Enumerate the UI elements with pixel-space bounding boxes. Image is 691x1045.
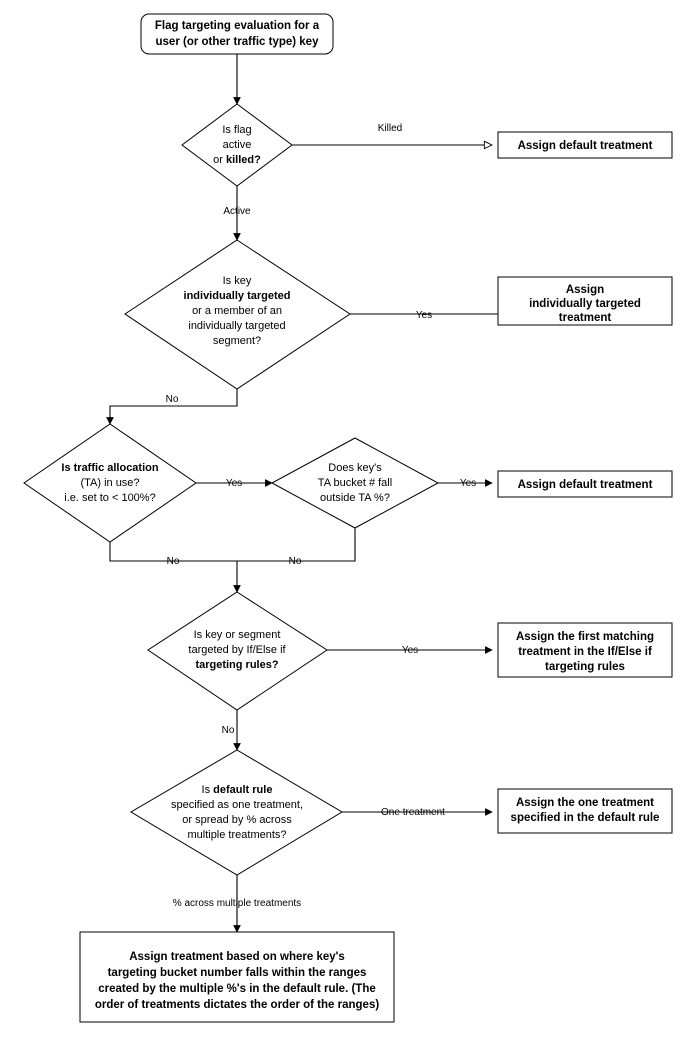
is-targeted-ifelse-line-1: Is key or segment — [194, 629, 281, 641]
assign-default-treatment-1-shape — [497, 131, 673, 159]
is-traffic-allocation-in-use-shape — [23, 423, 197, 543]
is-flag-active-killed-emphasis: killed? — [226, 154, 261, 166]
does-key-ta-bucket-line-1: Does key's — [328, 462, 382, 474]
is-individually-targeted-line-2: individually targeted — [184, 290, 291, 302]
is-individually-targeted-line-5: segment? — [213, 335, 261, 347]
edge-no-traffic-allocation-down — [109, 542, 237, 562]
assign-first-matching-line-3: targeting rules — [545, 661, 625, 673]
is-individually-targeted-line-3: or a member of an — [192, 305, 282, 317]
is-default-rule-emphasis: default rule — [213, 784, 272, 796]
node-is-individually-targeted[interactable]: Is key individually targeted or a member… — [124, 239, 351, 390]
assign-individually-targeted-treatment-line-2: individually targeted — [529, 298, 641, 310]
edge-label-no-ifelse: No — [222, 725, 235, 736]
is-targeted-ifelse-line-2: targeted by If/Else if — [188, 644, 286, 656]
is-default-rule-line-4: multiple treatments? — [187, 829, 286, 841]
assign-default-treatment-2-line-1: Assign default treatment — [518, 479, 653, 491]
start-shape — [140, 13, 334, 55]
is-individually-targeted-shape — [124, 239, 351, 390]
is-flag-active-line-1: Is flag — [222, 124, 251, 136]
is-default-rule-line-1: Is default rule — [202, 784, 273, 796]
is-traffic-allocation-line-3: i.e. set to < 100%? — [64, 492, 155, 504]
is-individually-targeted-line-4: individually targeted — [188, 320, 285, 332]
assign-first-matching-line-2: treatment in the If/Else if — [518, 646, 652, 658]
edge-label-yes-traffic-allocation: Yes — [226, 478, 242, 489]
assign-one-treatment-shape — [497, 788, 673, 834]
assign-by-range-line-4: order of treatments dictates the order o… — [95, 999, 380, 1011]
node-start[interactable]: Flag targeting evaluation for a user (or… — [140, 13, 334, 55]
start-line-2: user (or other traffic type) key — [156, 36, 320, 48]
node-assign-default-treatment-1[interactable]: Assign default treatment — [497, 131, 673, 159]
edge-label-yes-ifelse: Yes — [402, 645, 418, 656]
assign-individually-targeted-treatment-line-1: Assign — [566, 284, 604, 296]
is-default-rule-line-2: specified as one treatment, — [171, 799, 303, 811]
node-assign-individually-targeted-treatment[interactable]: Assign individually targeted treatment — [497, 276, 673, 326]
edges-layer — [106, 54, 498, 933]
assign-treatment-by-bucket-range-shape — [79, 931, 395, 1023]
assign-default-treatment-2-shape — [497, 470, 673, 498]
node-assign-first-matching-treatment[interactable]: Assign the first matching treatment in t… — [497, 622, 673, 678]
is-targeted-by-ifelse-rules-shape — [147, 591, 328, 711]
edge-no-to-is-traffic-allocation — [106, 389, 238, 425]
assign-first-matching-treatment-shape — [497, 622, 673, 678]
is-traffic-allocation-line-1: Is traffic allocation — [61, 462, 158, 474]
assign-individually-targeted-treatment-line-3: treatment — [559, 312, 612, 324]
node-assign-treatment-by-bucket-range[interactable]: Assign treatment based on where key's ta… — [79, 931, 395, 1023]
node-assign-default-treatment-2[interactable]: Assign default treatment — [497, 470, 673, 498]
edge-label-no-individually-targeted: No — [166, 394, 179, 405]
edge-label-percent-across-multiple: % across multiple treatments — [173, 898, 301, 909]
edge-label-yes-individually-targeted: Yes — [416, 310, 432, 321]
assign-one-treatment-line-2: specified in the default rule — [511, 812, 660, 824]
does-key-ta-bucket-shape — [270, 437, 440, 529]
is-flag-active-line-3: or killed? — [213, 154, 261, 166]
assign-first-matching-line-1: Assign the first matching — [516, 631, 654, 643]
node-is-flag-active[interactable]: Is flag active or killed? — [181, 103, 293, 187]
edge-label-killed: Killed — [378, 123, 402, 134]
assign-by-range-line-3: created by the multiple %'s in the defau… — [98, 983, 376, 995]
is-flag-active-line-2: active — [223, 139, 252, 151]
is-traffic-allocation-line-2: (TA) in use? — [80, 477, 139, 489]
is-individually-targeted-line-1: Is key — [223, 275, 252, 287]
edge-no-ta-bucket-down — [237, 528, 356, 562]
node-assign-one-treatment-default-rule[interactable]: Assign the one treatment specified in th… — [497, 788, 673, 834]
node-is-targeted-by-ifelse-rules[interactable]: Is key or segment targeted by If/Else if… — [147, 591, 328, 711]
does-key-ta-bucket-line-3: outside TA %? — [320, 492, 390, 504]
edge-label-one-treatment: One treatment — [381, 807, 445, 818]
node-is-default-rule-one-or-spread[interactable]: Is default rule specified as one treatme… — [130, 749, 343, 876]
is-targeted-ifelse-line-3: targeting rules? — [195, 659, 278, 671]
assign-one-treatment-line-1: Assign the one treatment — [516, 797, 654, 809]
edge-label-yes-ta-bucket: Yes — [460, 478, 476, 489]
start-line-1: Flag targeting evaluation for a — [155, 20, 320, 32]
is-default-rule-shape — [130, 749, 343, 876]
assign-by-range-line-2: targeting bucket number falls within the… — [108, 967, 367, 979]
is-default-rule-line-3: or spread by % across — [182, 814, 292, 826]
node-does-key-ta-bucket-fall-outside[interactable]: Does key's TA bucket # fall outside TA %… — [270, 437, 440, 529]
assign-by-range-line-1: Assign treatment based on where key's — [129, 951, 345, 963]
node-is-traffic-allocation-in-use[interactable]: Is traffic allocation (TA) in use? i.e. … — [23, 423, 197, 543]
edge-label-active: Active — [223, 206, 251, 217]
is-flag-active-shape — [181, 103, 293, 187]
edge-label-no-ta-bucket: No — [289, 556, 302, 567]
does-key-ta-bucket-line-2: TA bucket # fall — [318, 477, 392, 489]
assign-individually-targeted-treatment-shape — [497, 276, 673, 326]
edge-label-no-traffic-allocation: No — [167, 556, 180, 567]
assign-default-treatment-1-line-1: Assign default treatment — [518, 140, 653, 152]
